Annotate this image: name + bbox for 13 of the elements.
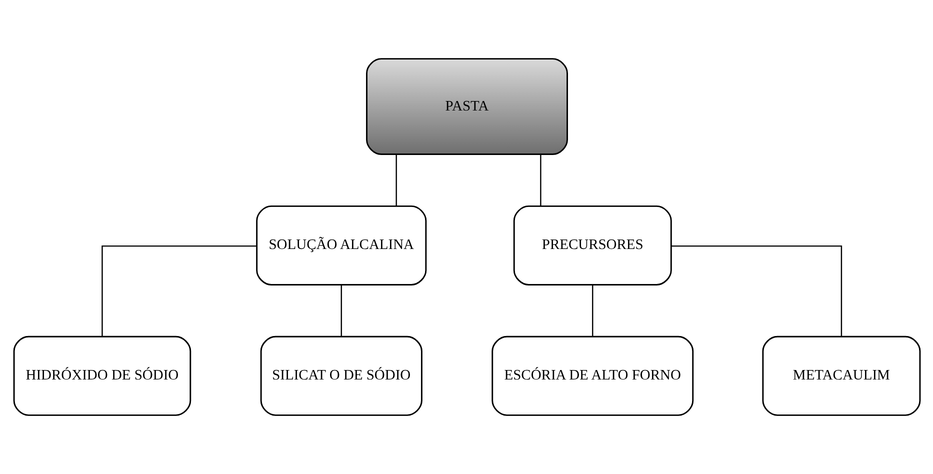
connector <box>395 154 396 206</box>
node-box: PASTA <box>366 58 568 155</box>
connector <box>340 284 342 337</box>
node-box: HIDRÓXIDO DE SÓDIO <box>12 336 191 416</box>
connector <box>592 284 593 337</box>
connector <box>101 245 256 337</box>
connector <box>540 154 541 206</box>
connector <box>670 245 842 337</box>
node-box: SOLUÇÃO ALCALINA <box>256 205 426 286</box>
node-box: PRECURSORES <box>512 205 672 286</box>
node-box: METACAULIM <box>762 336 920 416</box>
node-box: SILICAT O DE SÓDIO <box>260 336 422 416</box>
node-box: ESCÓRIA DE ALTO FORNO <box>491 336 694 416</box>
